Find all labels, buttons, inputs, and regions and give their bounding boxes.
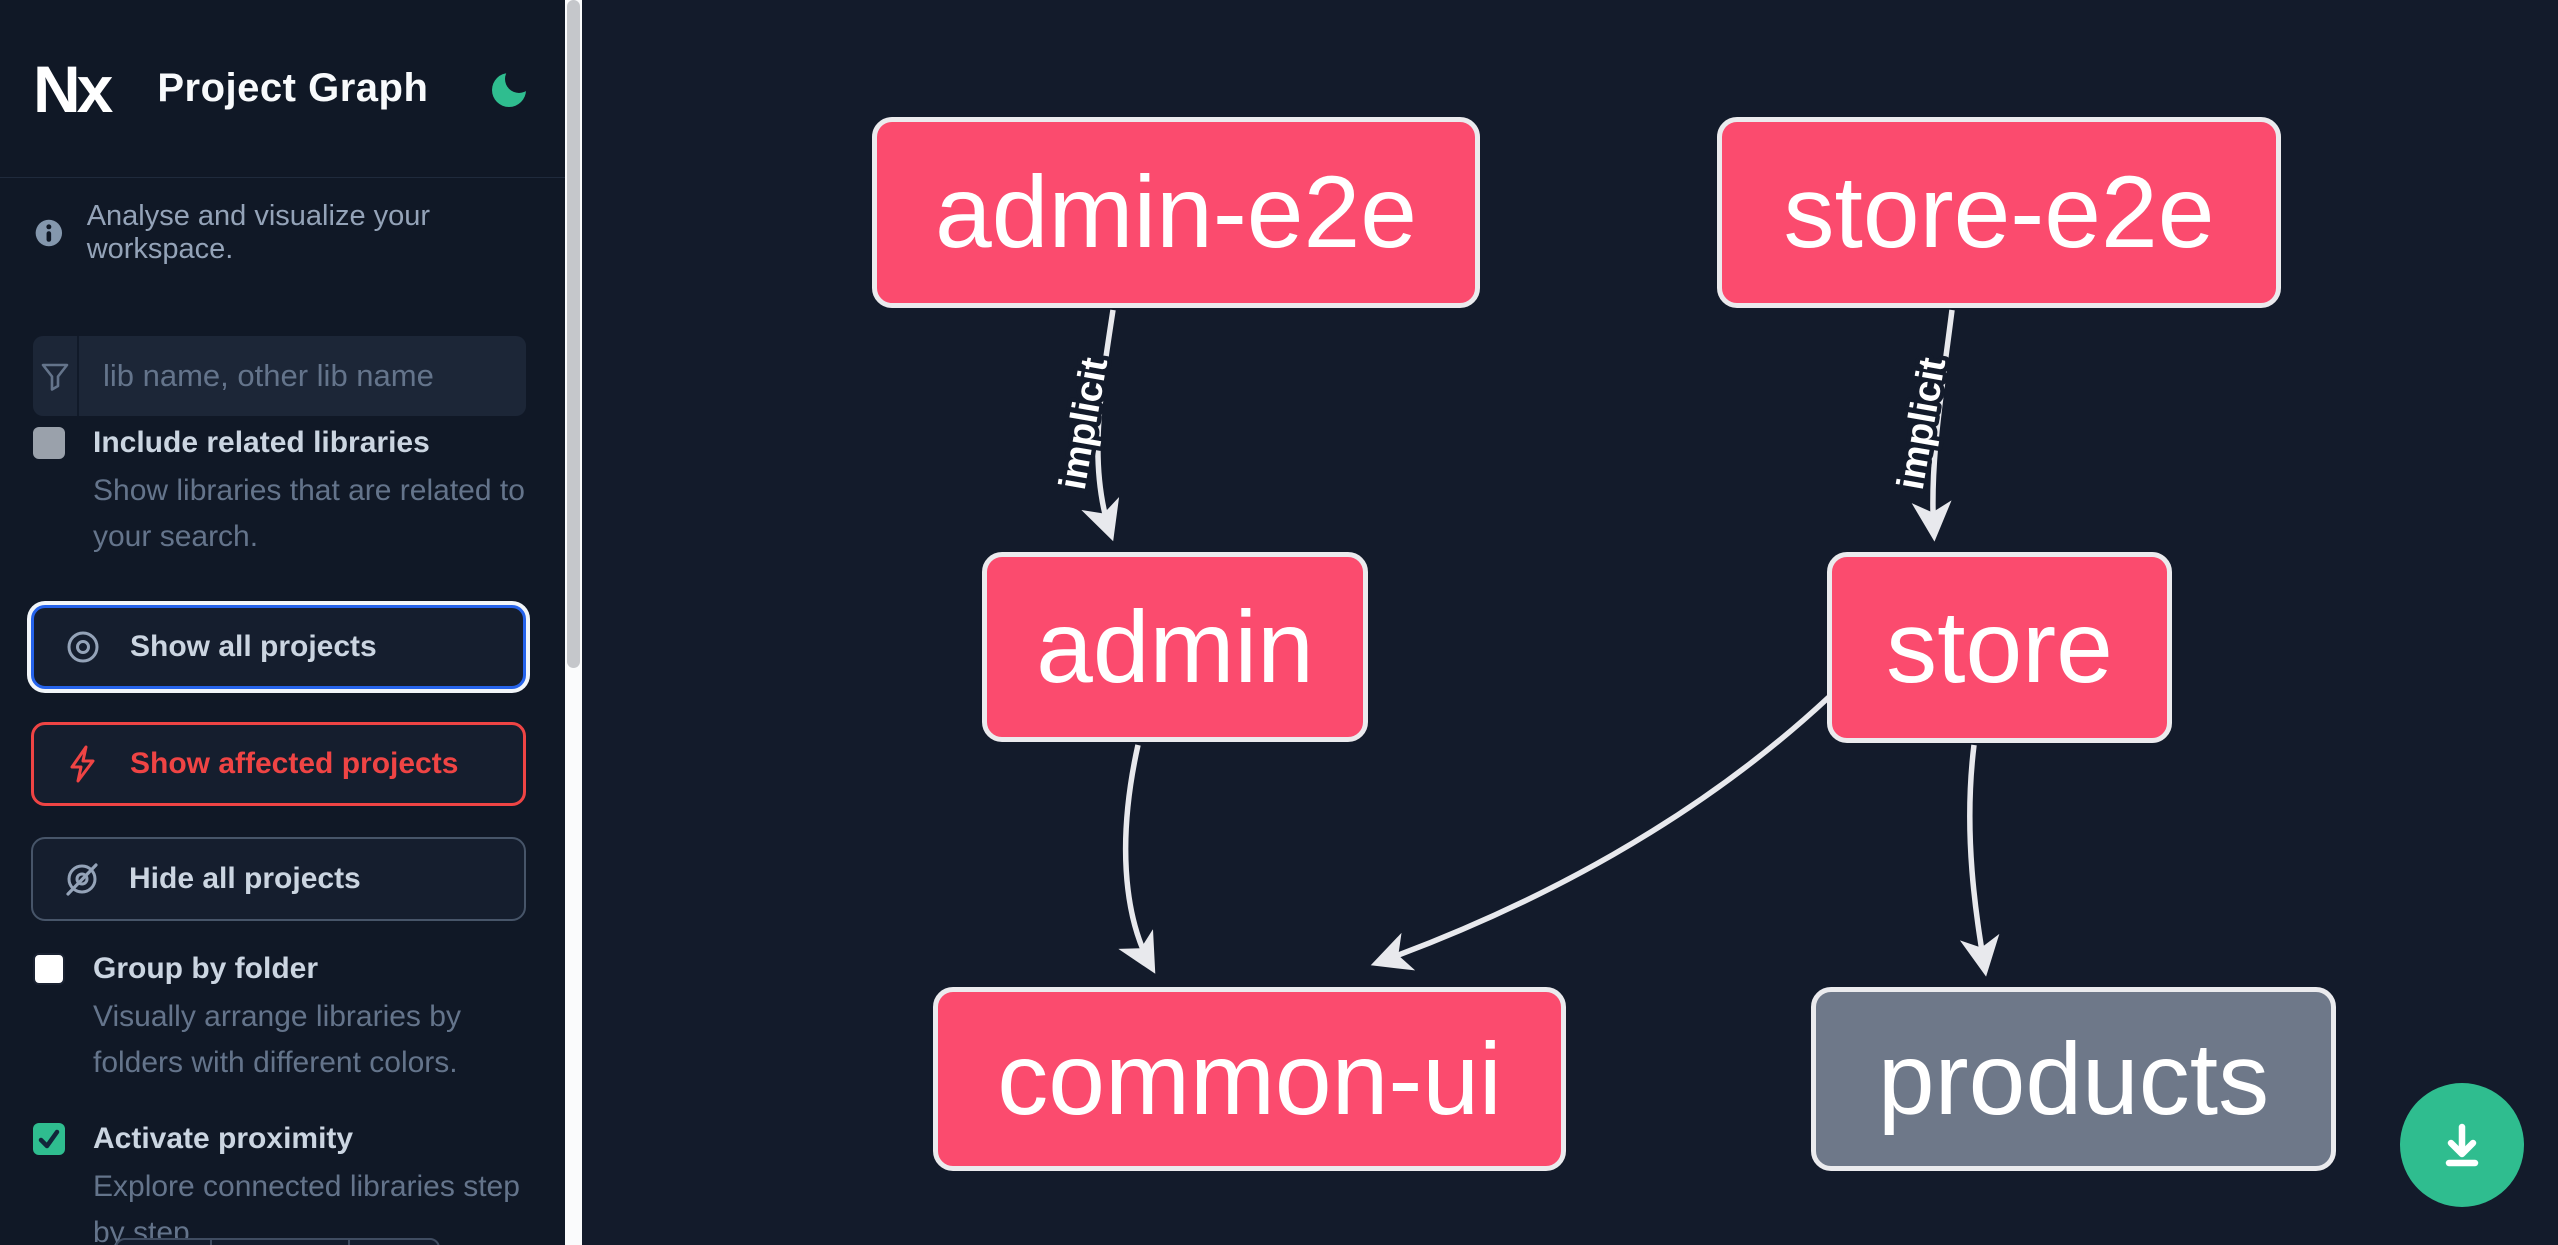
edge-admin-to-common-ui bbox=[1118, 744, 1156, 974]
sidebar-scrollbar bbox=[565, 0, 582, 1245]
activate-proximity-description: Explore connected libraries step by step… bbox=[93, 1170, 520, 1245]
sidebar-header: Nx Project Graph bbox=[0, 0, 565, 178]
graph-node-admin-e2e[interactable]: admin-e2e bbox=[872, 117, 1480, 308]
edge-label-implicit: implicit bbox=[1052, 354, 1117, 493]
option-group-by-folder: Group by folder Visually arrange librari… bbox=[33, 950, 525, 1086]
edge-store-to-products bbox=[1959, 744, 2000, 977]
hide-all-projects-label: Hide all projects bbox=[129, 862, 361, 895]
node-label: common-ui bbox=[997, 1021, 1502, 1136]
graph-node-store-e2e[interactable]: store-e2e bbox=[1717, 117, 2281, 308]
group-by-folder-description: Visually arrange libraries by folders wi… bbox=[93, 1000, 461, 1079]
node-label: admin bbox=[1036, 589, 1314, 704]
option-include-related: Include related libraries Show libraries… bbox=[33, 424, 525, 560]
activate-proximity-label[interactable]: Activate proximity bbox=[93, 1122, 354, 1155]
edge-store-e2e-to-store bbox=[1911, 309, 1955, 542]
graph-node-common-ui[interactable]: common-ui bbox=[933, 987, 1566, 1171]
edge-admin-e2e-to-admin bbox=[1081, 309, 1120, 542]
sidebar-scrollbar-thumb[interactable] bbox=[567, 0, 580, 668]
stepper-segment-right[interactable] bbox=[350, 1240, 438, 1245]
dark-mode-toggle[interactable] bbox=[488, 67, 532, 111]
check-icon bbox=[38, 1129, 60, 1149]
hide-all-projects-button[interactable]: Hide all projects bbox=[31, 837, 526, 921]
graph-node-products[interactable]: products bbox=[1811, 987, 2336, 1171]
stepper-segment-left[interactable] bbox=[117, 1240, 212, 1245]
search-input[interactable] bbox=[79, 336, 526, 416]
show-all-projects-button[interactable]: Show all projects bbox=[31, 605, 526, 689]
nx-logo: Nx bbox=[33, 51, 113, 126]
eye-off-icon bbox=[66, 863, 98, 896]
include-related-description: Show libraries that are related to your … bbox=[93, 474, 525, 553]
node-label: store-e2e bbox=[1783, 155, 2215, 269]
graph-canvas[interactable]: implicit implicit admin-e2e store-e2e ad… bbox=[582, 0, 2558, 1245]
eye-icon bbox=[67, 631, 99, 663]
option-activate-proximity: Activate proximity Explore connected lib… bbox=[33, 1120, 525, 1245]
search-box bbox=[33, 336, 526, 416]
show-affected-projects-label: Show affected projects bbox=[130, 747, 459, 780]
graph-node-admin[interactable]: admin bbox=[982, 552, 1368, 742]
node-label: products bbox=[1877, 1021, 2270, 1136]
download-image-button[interactable] bbox=[2400, 1083, 2524, 1207]
stepper-segment-middle[interactable] bbox=[212, 1240, 350, 1245]
include-related-checkbox[interactable] bbox=[33, 427, 65, 459]
bolt-icon bbox=[70, 745, 95, 783]
proximity-stepper-control[interactable] bbox=[115, 1238, 440, 1245]
node-label: admin-e2e bbox=[935, 155, 1417, 269]
funnel-icon bbox=[33, 336, 79, 416]
edge-store-to-common-ui bbox=[1370, 694, 1831, 971]
sidebar: Nx Project Graph Analyse and visualize y… bbox=[0, 0, 565, 1245]
info-icon bbox=[35, 219, 63, 247]
include-related-label[interactable]: Include related libraries bbox=[93, 426, 430, 459]
page-title: Project Graph bbox=[157, 66, 429, 110]
moon-icon bbox=[492, 72, 526, 107]
activate-proximity-checkbox[interactable] bbox=[33, 1123, 65, 1155]
tagline-text: Analyse and visualize your workspace. bbox=[86, 200, 431, 265]
tagline-row: Analyse and visualize your workspace. bbox=[33, 200, 525, 266]
show-affected-projects-button[interactable]: Show affected projects bbox=[31, 722, 526, 806]
graph-node-store[interactable]: store bbox=[1827, 552, 2172, 743]
show-all-projects-label: Show all projects bbox=[130, 630, 377, 663]
download-icon bbox=[2445, 1123, 2479, 1167]
group-by-folder-label[interactable]: Group by folder bbox=[93, 952, 318, 985]
edges-layer: implicit implicit bbox=[1047, 309, 2000, 977]
node-label: store bbox=[1886, 590, 2113, 704]
group-by-folder-checkbox[interactable] bbox=[33, 953, 65, 985]
edge-label-implicit: implicit bbox=[1890, 354, 1955, 493]
